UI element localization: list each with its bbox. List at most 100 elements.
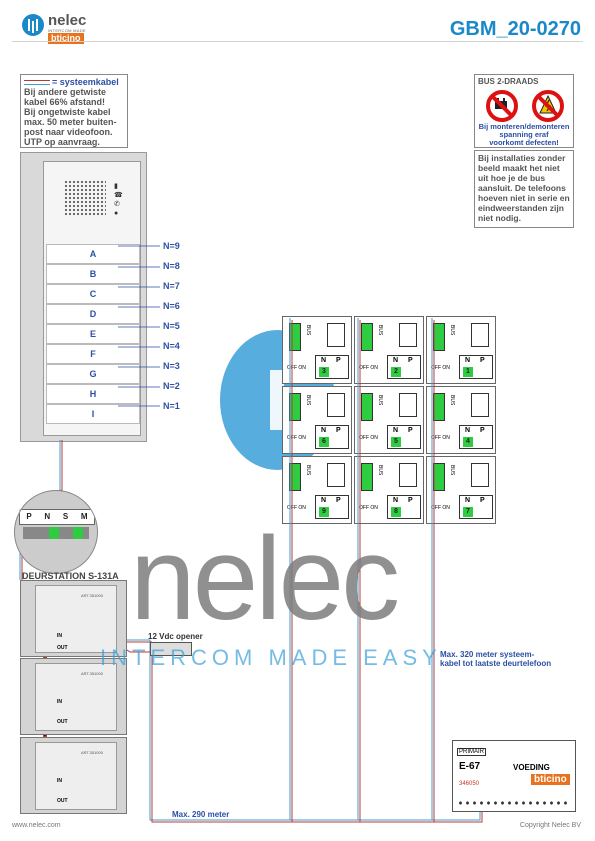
call-button[interactable]: A [46, 244, 140, 264]
p-header: P [480, 427, 485, 434]
warning-line: Bij monteren/demonteren [478, 122, 570, 131]
bus-label: BUS [377, 395, 383, 406]
legend-title-row: = systeemkabel [24, 77, 124, 87]
off-on-switch: OFF ON [287, 505, 306, 511]
legend-box: = systeemkabel Bij andere getwiste kabel… [20, 74, 128, 148]
bus-label: BUS [377, 465, 383, 476]
bus-warning-text: Bij monteren/demonteren spanning eraf vo… [475, 123, 573, 147]
n-header: N [321, 427, 327, 434]
terminal-label: M [80, 512, 88, 521]
call-button[interactable]: C [46, 284, 140, 304]
n-header: N [465, 497, 471, 504]
p-header: P [408, 427, 413, 434]
phone-screen [327, 323, 345, 347]
off-on-switch: OFF ON [359, 365, 378, 371]
call-button[interactable]: D [46, 304, 140, 324]
info-line: eindweerstanden zijn [478, 203, 564, 213]
info-line: uit hoe je de bus [478, 173, 546, 183]
n-header: N [465, 427, 471, 434]
opener-label: 12 Vdc opener [148, 632, 203, 641]
power-supply: PRIMAIR E-67 VOEDING 346050 bticino [452, 740, 576, 812]
document-code: GBM_20-0270 [449, 18, 581, 40]
p-header: P [408, 497, 413, 504]
legend-line: UTP op aanvraag. [24, 137, 100, 147]
bus-label: BUS [377, 325, 383, 336]
module-frame [35, 585, 117, 653]
n-header: N [393, 427, 399, 434]
module-out-label: OUT [57, 645, 68, 651]
terminal-strip: P N S M [19, 509, 95, 525]
bus-label: BUS [305, 325, 311, 336]
legend-title: = systeemkabel [52, 77, 119, 87]
psu-code: 346050 [459, 781, 480, 787]
terminal-green-2 [73, 527, 83, 539]
phone-screen [471, 463, 489, 487]
info-line: hoeven niet in serie en [478, 193, 570, 203]
off-on-switch: OFF ON [287, 365, 306, 371]
off-on-switch: OFF ON [431, 365, 450, 371]
bus-title: BUS 2-DRAADS [478, 77, 539, 86]
warning-line: voorkomt defecten! [489, 138, 559, 147]
note-max-320: Max. 320 meter systeem- kabel tot laatst… [440, 650, 551, 668]
speaker-grille [64, 180, 106, 216]
call-button[interactable]: H [46, 384, 140, 404]
address-label: N=5 [163, 321, 180, 331]
n-header: N [393, 497, 399, 504]
watermark-logo-bar [270, 370, 284, 430]
phone-screen [399, 463, 417, 487]
call-button[interactable]: I [46, 404, 140, 424]
legend-line: post naar videofoon. [24, 127, 113, 137]
phone-terminals [361, 323, 373, 351]
module-code: ART.351000 [81, 593, 103, 598]
info-box: Bij installaties zonder beeld maakt het … [474, 150, 574, 228]
address-value: 5 [391, 437, 401, 447]
bus-label: BUS [305, 395, 311, 406]
psu-model: E-67 [459, 761, 481, 772]
phone-screen [327, 393, 345, 417]
phone-screen [471, 393, 489, 417]
phone-screen [399, 323, 417, 347]
nelec-logo-icon [22, 14, 44, 36]
legend-line: kabel 66% afstand! [24, 97, 106, 107]
phone-terminals [361, 393, 373, 421]
off-on-switch: OFF ON [431, 435, 450, 441]
module-in-label: IN [57, 699, 62, 705]
footer-website: www.nelec.com [12, 822, 61, 829]
bus-label: BUS [449, 325, 455, 336]
address-value: 2 [391, 367, 401, 377]
terminal-label: S [62, 512, 69, 521]
watermark-subtitle: INTERCOM MADE EASY [100, 645, 442, 670]
address-value: 8 [391, 507, 401, 517]
address-label: N=4 [163, 341, 180, 351]
info-line: niet nodig. [478, 213, 521, 223]
call-button[interactable]: E [46, 324, 140, 344]
brand-logo: nelec INTERCOM MADE EASY bticino [22, 12, 97, 44]
call-button[interactable]: B [46, 264, 140, 284]
info-line: Bij installaties zonder [478, 153, 566, 163]
p-header: P [480, 357, 485, 364]
module-out-label: OUT [57, 719, 68, 725]
call-button[interactable]: G [46, 364, 140, 384]
address-value: 9 [319, 507, 329, 517]
psu-voeding: VOEDING [513, 763, 550, 772]
address-value: 7 [463, 507, 473, 517]
module-code: ART.351000 [81, 671, 103, 676]
bticino-logo: bticino [48, 33, 84, 44]
info-line: beeld maakt het niet [478, 163, 560, 173]
legend-line: max. 50 meter buiten- [24, 117, 117, 127]
module-out-label: OUT [57, 798, 68, 804]
call-button[interactable]: F [46, 344, 140, 364]
